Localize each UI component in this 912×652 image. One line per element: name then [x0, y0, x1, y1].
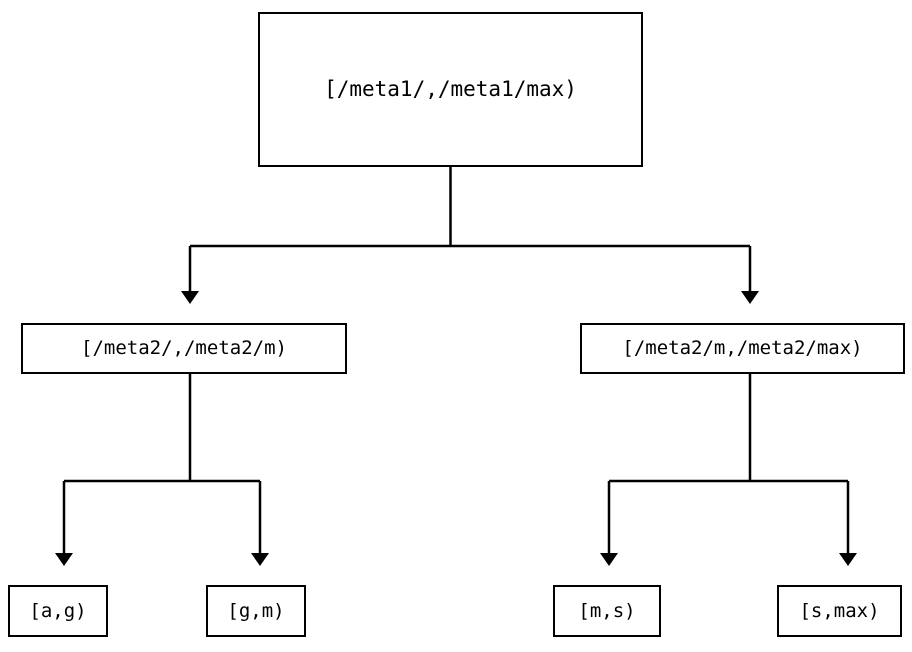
node-leaf-2-label: [g,m) [227, 599, 285, 622]
arrowhead-to-leaf-4 [839, 553, 857, 566]
node-leaf-3-label: [m,s) [578, 599, 636, 622]
node-mid-left-label: [/meta2/,/meta2/m) [81, 337, 287, 359]
node-leaf-3[interactable]: [m,s) [553, 585, 661, 637]
node-leaf-1-label: [a,g) [29, 599, 87, 622]
arrowhead-to-mid-left [181, 291, 199, 304]
node-leaf-1[interactable]: [a,g) [8, 585, 108, 637]
arrowhead-to-leaf-2 [251, 553, 269, 566]
node-mid-left[interactable]: [/meta2/,/meta2/m) [21, 323, 347, 374]
node-root[interactable]: [/meta1/,/meta1/max) [258, 12, 643, 167]
node-leaf-2[interactable]: [g,m) [206, 585, 306, 637]
arrowhead-to-leaf-3 [600, 553, 618, 566]
node-leaf-4[interactable]: [s,max) [777, 585, 902, 637]
node-root-label: [/meta1/,/meta1/max) [324, 77, 577, 101]
node-mid-right-label: [/meta2/m,/meta2/max) [622, 337, 863, 359]
arrowhead-to-mid-right [741, 291, 759, 304]
node-mid-right[interactable]: [/meta2/m,/meta2/max) [580, 323, 905, 374]
arrowhead-to-leaf-1 [55, 553, 73, 566]
node-leaf-4-label: [s,max) [799, 599, 880, 622]
